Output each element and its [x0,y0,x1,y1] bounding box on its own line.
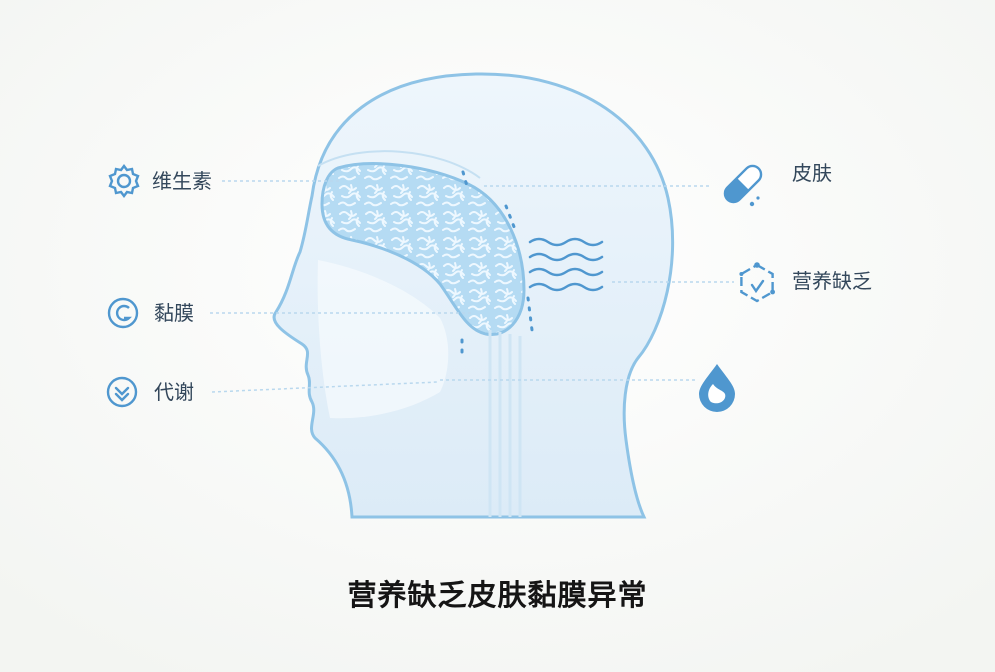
label-metabolism: 代谢 [154,380,194,404]
label-vitamin: 维生素 [152,169,212,193]
label-skin: 皮肤 [792,161,832,185]
check-badge-icon [106,376,138,408]
nutrition-hex-icon [739,262,775,303]
spinal-lines [488,330,522,517]
wave-lines [528,237,604,292]
face-shading [317,260,449,419]
water-drop-icon [699,364,735,412]
brain-region [320,162,526,337]
capsule-icon [723,164,763,204]
mucosa-icon [107,297,139,329]
leader-lines [210,180,734,393]
gear-icon [108,164,140,198]
skull-contour [317,150,481,179]
caption: 营养缺乏皮肤黏膜异常 [347,578,648,612]
dotted-accents [460,170,534,360]
label-nutrition: 营养缺乏 [792,269,872,293]
label-mucosa: 黏膜 [154,301,194,325]
capsule-sparkles [749,196,760,207]
